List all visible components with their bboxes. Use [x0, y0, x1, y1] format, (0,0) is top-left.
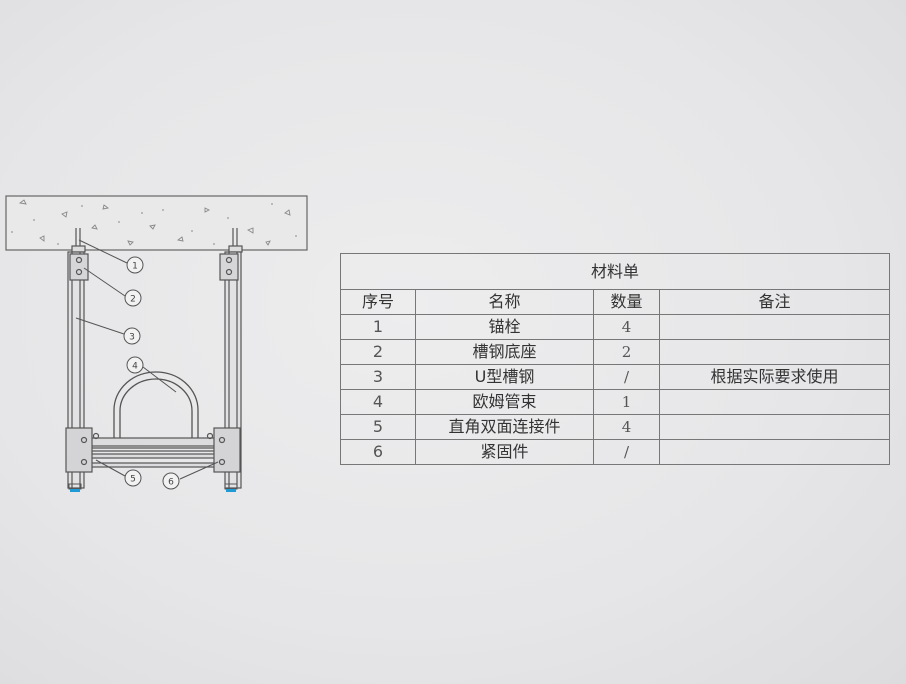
- table-row: 2 槽钢底座 2: [340, 339, 891, 365]
- row-qty: 4: [593, 414, 660, 440]
- row-qty: /: [593, 439, 660, 465]
- row-seq: 2: [340, 339, 416, 365]
- callout-bubble-2: 2: [124, 289, 142, 307]
- bottom-fasteners: [68, 483, 238, 492]
- row-seq: 4: [340, 389, 416, 415]
- callout-bubble-1: 1: [126, 256, 144, 274]
- row-note-empty: [658, 389, 891, 415]
- table-row: 1 锚栓 4: [340, 314, 891, 340]
- callout-bubble-6: 6: [162, 472, 180, 490]
- bom-header-row: 序号 名称 数量 备注: [340, 289, 891, 315]
- row-name: 槽钢底座: [415, 339, 594, 365]
- table-row: 6 紧固件 /: [340, 439, 891, 465]
- row-seq: 3: [340, 364, 416, 390]
- table-row: 3 U型槽钢 / 根据实际要求使用: [340, 364, 891, 390]
- callout-5-label: 5: [130, 475, 136, 485]
- row-note-empty: [658, 414, 891, 440]
- omega-pipe-clamp: [113, 371, 199, 440]
- header-note: 备注: [658, 289, 891, 315]
- callout-bubble-3: 3: [123, 327, 141, 345]
- callout-1-label: 1: [132, 262, 138, 272]
- header-qty: 数量: [593, 289, 660, 315]
- callout-2-label: 2: [130, 295, 136, 305]
- callout-6-label: 6: [168, 478, 174, 488]
- row-qty: 2: [593, 339, 660, 365]
- concrete-slab: [5, 195, 308, 251]
- header-name: 名称: [415, 289, 594, 315]
- row-note-empty: [658, 339, 891, 365]
- row-qty: 4: [593, 314, 660, 340]
- row-note-empty: [658, 439, 891, 465]
- row-name: 锚栓: [415, 314, 594, 340]
- row-name: 紧固件: [415, 439, 594, 465]
- row-qty: /: [593, 364, 660, 390]
- row-name: 直角双面连接件: [415, 414, 594, 440]
- bom-title-row: 材料单: [339, 253, 891, 290]
- bom-title: 材料单: [339, 253, 891, 290]
- right-angle-connectors: [65, 427, 241, 473]
- callout-bubble-5: 5: [124, 469, 142, 487]
- bill-of-materials-table: 材料单 序号 名称 数量 备注 1 锚栓 4 2 槽钢底座 2 3 U型槽钢 /…: [339, 253, 891, 465]
- row-seq: 1: [340, 314, 416, 340]
- callout-3-label: 3: [129, 333, 135, 343]
- callout-leaders: [75, 239, 219, 480]
- callout-4-label: 4: [132, 362, 138, 372]
- row-note-empty: [658, 314, 891, 340]
- row-seq: 5: [340, 414, 416, 440]
- row-name: U型槽钢: [415, 364, 594, 390]
- row-qty: 1: [593, 389, 660, 415]
- row-seq: 6: [340, 439, 416, 465]
- table-row: 4 欧姆管束 1: [340, 389, 891, 415]
- callout-bubble-4: 4: [126, 356, 144, 374]
- row-note: 根据实际要求使用: [658, 364, 891, 390]
- row-name: 欧姆管束: [415, 389, 594, 415]
- table-row: 5 直角双面连接件 4: [340, 414, 891, 440]
- channel-base-plates: [69, 253, 239, 281]
- header-seq: 序号: [340, 289, 416, 315]
